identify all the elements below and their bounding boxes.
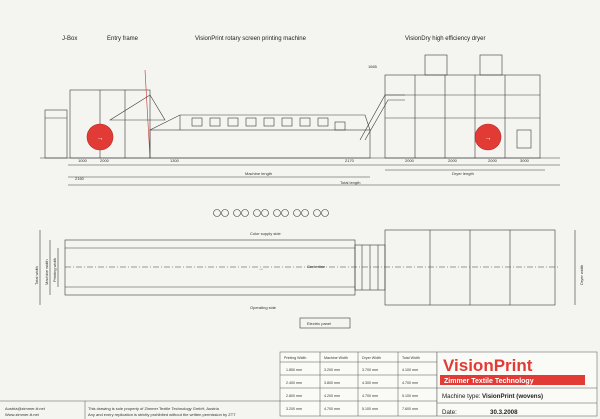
table-cell: 4.700 mm: [324, 407, 340, 411]
dim-label: 2000: [488, 158, 498, 163]
screen-circles: [213, 209, 329, 217]
table-cell: 3.200 mm: [286, 407, 302, 411]
dim-label: 2000: [405, 158, 415, 163]
table-header: Printing Width: [284, 356, 306, 360]
printing-machine-shape: [149, 129, 371, 159]
printing-width-label: Printing width: [52, 258, 57, 282]
screen-stations: [191, 117, 329, 127]
dryer-roll-marker: [474, 123, 502, 151]
date-label: Date:: [442, 409, 457, 416]
heading-entry-frame: Entry frame: [107, 36, 139, 42]
plan-view: [39, 209, 576, 329]
dryer-arrow-icon: →: [485, 135, 492, 142]
dim-label: 2000: [448, 158, 458, 163]
entry-frame-shape: [69, 89, 151, 159]
dryer-width-label: Dryer width: [579, 265, 584, 285]
elevation-view: [40, 54, 560, 186]
table-header: Dryer Width: [362, 356, 381, 360]
table-cell: 2.800 mm: [286, 394, 302, 398]
dim-label: 2000: [100, 158, 110, 163]
table-cell: 4.300 mm: [362, 381, 378, 385]
dryer-compartments: [414, 75, 506, 158]
table-cell: 4.700 mm: [362, 394, 378, 398]
table-cell: 4.700 mm: [402, 381, 418, 385]
total-length-label: Total length: [340, 180, 360, 185]
dryer-length-label: Dryer length: [452, 171, 474, 176]
table-cell: 4.100 mm: [402, 368, 418, 372]
footer-web: Www.zimmer-tt.net: [5, 412, 40, 417]
dryer-shape: [384, 74, 541, 159]
table-cell: 5.100 mm: [362, 407, 378, 411]
brand-company-bar: [440, 375, 585, 385]
dim-label: 2160: [75, 176, 85, 181]
dim-label: 2170: [345, 158, 355, 163]
total-width-label: Total width: [34, 266, 39, 285]
brand-name: VisionPrint: [443, 356, 533, 375]
table-cell: 3.200 mm: [324, 368, 340, 372]
heading-jbox: J-Box: [62, 36, 77, 42]
electric-panel-box: [299, 317, 351, 329]
table-header: Machine Width: [324, 356, 348, 360]
table-header: Total Width: [402, 356, 420, 360]
electric-panel-label: Electric panel: [307, 321, 331, 326]
table-cell: 7.600 mm: [402, 407, 418, 411]
dim-label: 1000: [78, 158, 88, 163]
machine-width-label: Machine width: [44, 259, 49, 285]
table-cell: 3.700 mm: [362, 368, 378, 372]
footer-email: Austria@zimmer-tt.net: [5, 406, 46, 411]
dim-label: 1300: [170, 158, 180, 163]
heading-dryer: VisionDry high efficiency dryer: [405, 36, 485, 42]
table-cell: 2.400 mm: [286, 381, 302, 385]
dim-label: 1665: [368, 64, 378, 69]
operating-side-label: Operating side: [250, 305, 277, 310]
table-cell: 1.850 mm: [286, 368, 302, 372]
jbox-arrow-icon: →: [97, 135, 104, 142]
machine-type-label: Machine type:: [442, 393, 481, 400]
footer-notice-2: Any and every replication is strictly pr…: [88, 412, 236, 417]
table-cell: 5.100 mm: [402, 394, 418, 398]
table-cell: 4.200 mm: [324, 394, 340, 398]
date-value: 30.3.2008: [490, 409, 518, 416]
brand-company: Zimmer Textile Technology: [444, 378, 534, 385]
jbox-shape: [44, 109, 68, 159]
color-supply-side-label: Color supply side: [250, 231, 281, 236]
machine-length-label: Machine length: [245, 171, 272, 176]
heading-printing-machine: VisionPrint rotary screen printing machi…: [195, 36, 307, 42]
jbox-roll-marker: [86, 123, 114, 151]
dim-label: 3000: [520, 158, 530, 163]
footer-notice-1: This drawing is sole property of Zimmer …: [88, 406, 220, 411]
plan-arrow-icon: →: [258, 266, 264, 272]
machine-type-value: VisionPrint (wovens): [482, 393, 543, 400]
centerline-label: Centerline: [307, 264, 326, 269]
table-cell: 3.800 mm: [324, 381, 340, 385]
